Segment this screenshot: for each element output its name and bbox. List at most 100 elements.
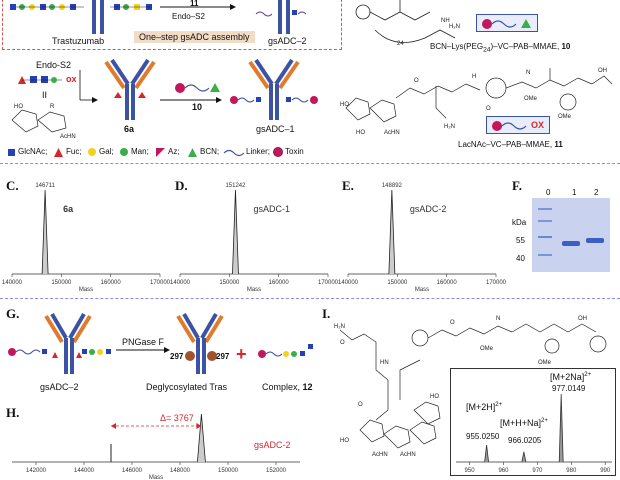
panel-h-series-label: gsADC-2 xyxy=(254,440,291,450)
bcn-icon xyxy=(188,148,197,157)
ms-tick-label-0-0: 140000 xyxy=(2,280,23,286)
glcnac-icon xyxy=(8,149,15,156)
endo-s2-az-chain xyxy=(18,76,62,84)
step-10-label: 10 xyxy=(192,102,203,112)
h-tick-label-4: 150000 xyxy=(218,468,239,474)
endo-s2-label-top: Endo–S2 xyxy=(172,12,205,21)
ms-peak-label-1: 151242 xyxy=(225,183,246,189)
ms-tick-label-0-3: 170000 xyxy=(150,280,171,286)
complex-12-chemical-structure: H₂N O HN O HO AcHN AcHN HO OMe OMe OH O … xyxy=(334,316,607,458)
svg-text:OMe: OMe xyxy=(524,96,538,102)
h-tick-label-5: 152000 xyxy=(266,468,287,474)
svg-text:HN: HN xyxy=(380,360,389,366)
ion-2na-value: 977.0149 xyxy=(552,384,586,393)
legend-toxin: Toxin xyxy=(285,147,304,156)
ion-hna-value: 966.0205 xyxy=(508,436,542,445)
ms-xlabel-1: Mass xyxy=(247,287,261,293)
panel-c-letter: C. xyxy=(6,178,19,193)
ms-tick-label-2-3: 170000 xyxy=(486,280,507,286)
ms-tick-label-2-1: 150000 xyxy=(387,280,408,286)
svg-text:O: O xyxy=(340,340,345,346)
ms-peak-0 xyxy=(41,189,49,275)
ox-tag: ox xyxy=(66,74,77,84)
gel-ladder-band-2 xyxy=(538,220,552,222)
step-11-label: 11 xyxy=(190,0,199,8)
bcn-compound-label: BCN–Lys(PEG24)–VC–PAB–MMAE, 10 xyxy=(430,42,571,54)
ms-tick-label-0-1: 150000 xyxy=(51,280,72,286)
toxin-icon xyxy=(274,148,282,156)
ms-tick-label-2-2: 160000 xyxy=(437,280,458,286)
gel-lane-2: 2 xyxy=(594,188,599,197)
man-icon xyxy=(120,148,128,156)
svg-text:OH: OH xyxy=(578,316,587,322)
i-peak-hna xyxy=(521,451,527,463)
gsadc2-label-top: gsADC–2 xyxy=(268,36,307,46)
second-row-arrows xyxy=(79,70,222,103)
deglycosylated-antibody-icon xyxy=(176,312,224,374)
ms-sample-name-1: gsADC-1 xyxy=(253,204,290,214)
ion-2na-label: [M+2Na]2+ xyxy=(550,372,592,382)
legend-az: Az; xyxy=(168,147,180,156)
complex-label: Complex, 12 xyxy=(262,382,313,392)
one-step-assembly-label: One–step gsADC assembly xyxy=(134,31,255,43)
pngase-f-label: PNGase F xyxy=(122,337,165,347)
svg-text:AcHN: AcHN xyxy=(384,130,400,136)
ion-hna-label: [M+H+Na]2+ xyxy=(500,418,548,428)
sds-page-gel xyxy=(532,198,610,272)
svg-text:HO: HO xyxy=(340,438,349,444)
gel-lane-1: 1 xyxy=(572,188,577,197)
ms-tick-label-1-3: 170000 xyxy=(318,280,339,286)
ion-2h-label: [M+2H]2+ xyxy=(466,402,503,412)
peg24-subscript: 24 xyxy=(397,41,404,47)
gsadc2-antibody-icon xyxy=(8,312,111,374)
mass-297-left: 297 xyxy=(170,352,184,361)
i-tick-label-1: 960 xyxy=(498,468,509,474)
gsadc2-label-g: gsADC–2 xyxy=(40,382,79,392)
gel-kda-label: kDa xyxy=(512,218,527,227)
h-tick-label-0: 142000 xyxy=(26,468,47,474)
h-delta-arrow-left xyxy=(111,423,116,429)
legend-linker: Linker; xyxy=(246,147,271,156)
i-tick-label-0: 950 xyxy=(465,468,476,474)
i-tick-label-2: 970 xyxy=(532,468,543,474)
trastuzumab-label: Trastuzumab xyxy=(52,36,105,46)
gel-ladder-band-4 xyxy=(538,254,552,256)
svg-text:HO: HO xyxy=(14,104,23,110)
gel-marker-55: 55 xyxy=(516,236,525,245)
antibody-6a-icon xyxy=(104,58,156,120)
ms-peak-label-0: 146711 xyxy=(35,183,55,189)
ms-sample-name-2: gsADC-2 xyxy=(410,204,447,214)
gel-band-lane-2 xyxy=(586,238,604,243)
panel-d-letter: D. xyxy=(175,178,188,193)
i-tick-label-3: 980 xyxy=(566,468,577,474)
glycan-chain-left-icon xyxy=(10,4,84,10)
bcn-peg-structure: 24 NH H₂N xyxy=(355,0,460,47)
ms-peak-label-2: 148892 xyxy=(382,183,403,189)
i-tick-label-4: 990 xyxy=(600,468,611,474)
gel-ladder-band-3 xyxy=(538,236,552,238)
ms-tick-label-2-0: 140000 xyxy=(338,280,359,286)
ms-sample-name-0: 6a xyxy=(63,204,74,214)
ion-2h-value: 955.0250 xyxy=(466,432,500,441)
panel-e-letter: E. xyxy=(342,178,354,193)
bcn-conjugate-tag xyxy=(476,14,538,32)
mmae-chemical-structure: HO HO AcHN O H₂N O OMe OMe OH N H xyxy=(340,68,613,136)
plus-sign: + xyxy=(236,344,247,364)
ms-xlabel-2: Mass xyxy=(415,287,429,293)
svg-text:AcHN: AcHN xyxy=(60,134,76,140)
az-icon xyxy=(156,148,165,157)
h-tick-label-3: 148000 xyxy=(170,468,191,474)
svg-text:O: O xyxy=(486,106,491,112)
svg-text:O: O xyxy=(414,78,419,84)
or-symbol: II xyxy=(42,90,48,100)
h-main-peak xyxy=(197,413,206,463)
fuc-icon xyxy=(54,148,63,157)
ms-tick-label-1-1: 150000 xyxy=(219,280,240,286)
panel-f-letter: F. xyxy=(512,178,522,193)
gel-band-lane-1 xyxy=(562,241,580,246)
panel-h-letter: H. xyxy=(6,405,20,420)
panel-i-letter: I. xyxy=(322,306,331,321)
gel-lane-0: 0 xyxy=(546,188,551,197)
